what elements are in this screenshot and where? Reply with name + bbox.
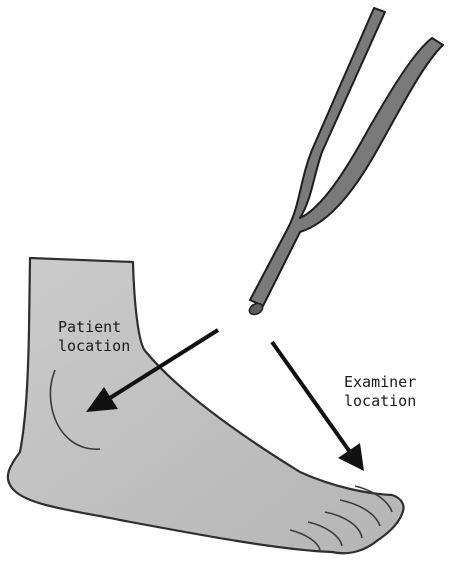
patient-label-line2: location [58, 337, 130, 356]
tuning-fork-body [250, 8, 443, 306]
arrow-examiner-head [338, 443, 364, 471]
patient-label-line1: Patient [58, 318, 130, 337]
patient-location-label: Patient location [58, 318, 130, 356]
tuning-fork-icon [247, 8, 443, 317]
examiner-label-line2: location [344, 392, 416, 411]
examiner-label-line1: Examiner [344, 373, 416, 392]
arrow-examiner-shaft [272, 342, 350, 452]
examiner-location-label: Examiner location [344, 373, 416, 411]
